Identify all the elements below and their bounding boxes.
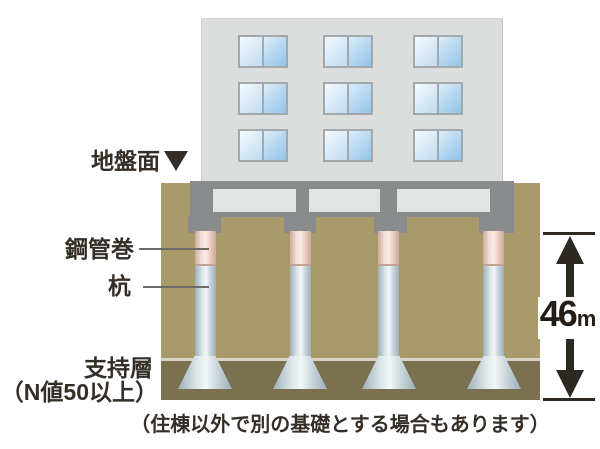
window-pane-left: [325, 84, 349, 113]
building-window: [413, 35, 463, 68]
bearing-layer-label: 支持層: [84, 355, 153, 381]
ground-surface-label: 地盤面: [91, 148, 188, 174]
pile-shaft: [378, 266, 399, 357]
foundation-panel: [213, 189, 296, 212]
building-window: [413, 82, 463, 115]
pile-shaft: [290, 266, 311, 357]
building-window: [323, 82, 373, 115]
depth-label: 46m: [538, 296, 598, 339]
depth-unit: m: [576, 306, 597, 331]
window-pane-left: [325, 37, 349, 66]
window-pane-right: [264, 131, 286, 160]
window-pane-right: [439, 131, 461, 160]
window-pane-left: [415, 84, 439, 113]
window-pane-right: [349, 37, 371, 66]
building-window: [238, 129, 288, 162]
window-pane-right: [349, 131, 371, 160]
pile-cap: [188, 215, 221, 233]
depth-tick-top: [543, 232, 595, 235]
building-window: [238, 35, 288, 68]
window-pane-right: [439, 84, 461, 113]
pile-shaft: [483, 266, 504, 357]
pile-steel-pipe-section: [290, 231, 311, 266]
pile-steel-pipe-section: [483, 231, 504, 266]
foundation-panel: [309, 189, 380, 212]
pile-leader-line: [143, 286, 209, 288]
building-window: [323, 35, 373, 68]
steel-pipe-leader-line: [139, 248, 209, 250]
pile-shaft: [195, 266, 216, 357]
building-window: [413, 129, 463, 162]
window-pane-left: [240, 131, 264, 160]
foundation-panel: [397, 189, 490, 212]
pile-label: 杭: [108, 273, 131, 299]
window-pane-left: [415, 37, 439, 66]
depth-value: 46: [539, 293, 578, 334]
window-pane-left: [240, 84, 264, 113]
arrow-down-icon: [556, 370, 584, 398]
window-pane-left: [325, 131, 349, 160]
building-window: [323, 129, 373, 162]
window-pane-right: [349, 84, 371, 113]
arrow-up-icon: [556, 236, 584, 264]
building-window: [238, 82, 288, 115]
window-pane-left: [240, 37, 264, 66]
bearing-layer-note: （N値50以上）: [0, 379, 158, 405]
window-pane-right: [439, 37, 461, 66]
window-pane-left: [415, 131, 439, 160]
pile-cap: [479, 215, 514, 233]
depth-tick-bottom: [543, 398, 595, 401]
ground-surface-text: 地盤面: [91, 148, 160, 174]
pile-cap: [284, 215, 316, 233]
steel-pipe-wrap-label: 鋼管巻: [65, 236, 134, 262]
window-pane-right: [264, 37, 286, 66]
ground-surface-marker-icon: [164, 151, 188, 171]
window-pane-right: [264, 84, 286, 113]
footnote-caption: （住棟以外で別の基礎とする場合もあります）: [130, 414, 550, 436]
pile-cap: [374, 215, 407, 233]
bearing-layer-boundary-line: [161, 358, 540, 361]
pile-steel-pipe-section: [378, 231, 399, 266]
